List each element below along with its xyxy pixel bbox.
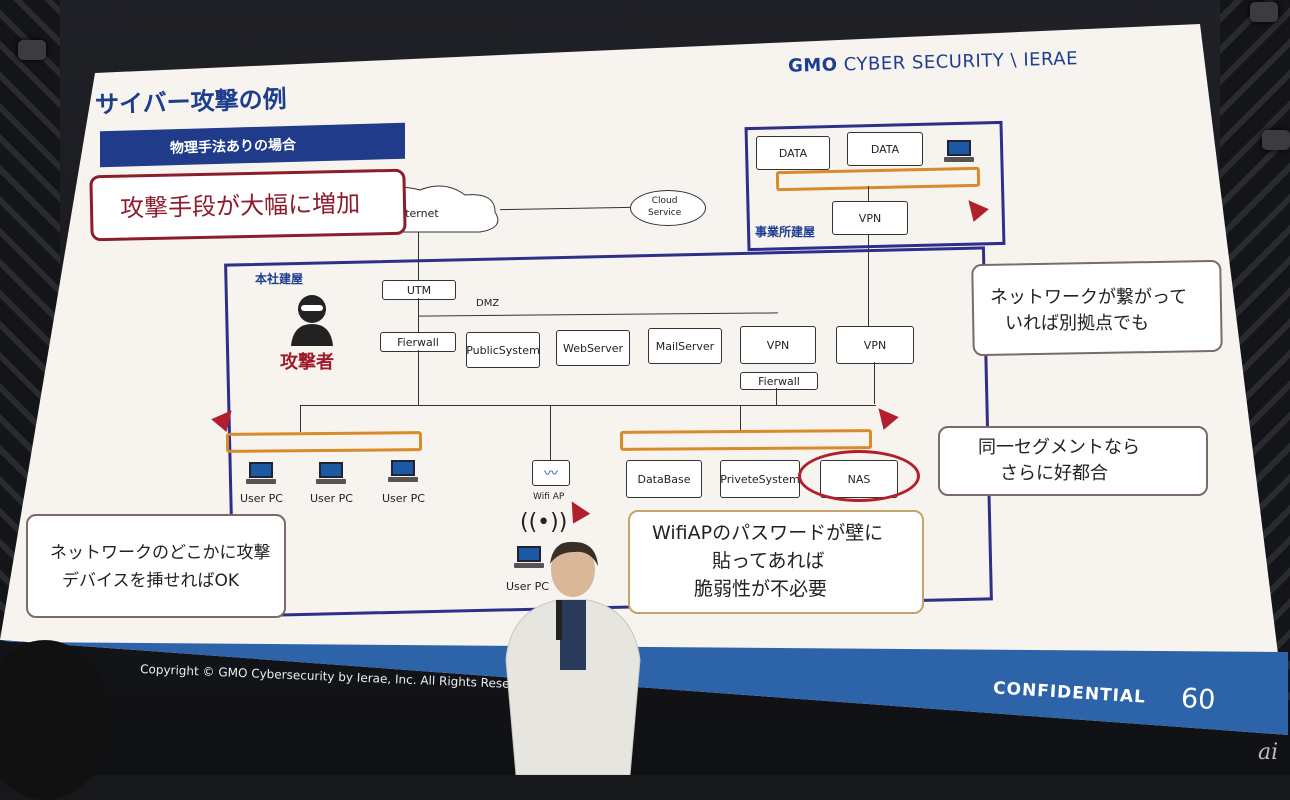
headline-callout-text: 攻撃手段が大幅に増加: [119, 189, 361, 223]
wifi-ap-label: Wifi AP: [533, 492, 565, 502]
callout-network-connected-line2: いれば別拠点でも: [1005, 313, 1149, 334]
stage-light: [18, 40, 46, 60]
logo-text: CYBER SECURITY: [843, 50, 1005, 76]
vpn-branch-node: VPN: [832, 201, 908, 235]
user-pc-label: User PC: [382, 492, 425, 505]
dmz-label: DMZ: [476, 298, 500, 309]
link-vpn2-core: [874, 362, 875, 404]
callout-wifi-password-line2: 貼ってあれば: [712, 550, 825, 572]
callout-same-segment-line1: 同一セグメントなら: [978, 437, 1140, 458]
wifi-user-pc-label: User PC: [506, 580, 549, 593]
core-backbone: [300, 405, 876, 406]
public-system-node: PublicSystem: [466, 332, 540, 368]
slide-title: サイバー攻撃の例: [94, 84, 288, 119]
link-branch-hq: [868, 234, 869, 326]
data-node-1: DATA: [756, 136, 830, 170]
callout-attack-device: [26, 514, 286, 618]
callout-attack-device-line2: デバイスを挿せればOK: [62, 571, 240, 591]
server-segment-bar: [619, 429, 873, 451]
hq-label: 本社建屋: [255, 272, 304, 286]
slide-subtitle: 物理手法ありの場合: [169, 137, 297, 157]
database-node: DataBase: [626, 460, 702, 498]
callout-network-connected-line1: ネットワークが繋がって: [990, 287, 1188, 308]
stage-light: [1250, 2, 1278, 22]
user-pc-icon: [246, 462, 276, 486]
mail-server-node: MailServer: [648, 328, 722, 364]
web-server-node: WebServer: [556, 330, 630, 366]
wifi-ap-icon: 〰: [532, 460, 570, 486]
vpn-hq2-node: VPN: [836, 326, 914, 364]
link-core-user: [300, 405, 301, 432]
callout-attack-device-line1: ネットワークのどこかに攻撃: [50, 543, 271, 563]
link-bar-vpn: [868, 186, 869, 201]
utm-node: UTM: [382, 280, 456, 300]
callout-same-segment-line2: さらに好都合: [1000, 463, 1108, 484]
nas-highlight-ring: [798, 450, 920, 502]
wifi-user-pc-icon: [514, 546, 544, 570]
user-pc-icon: [316, 462, 346, 486]
audience-head: [0, 640, 110, 800]
attacker-icon: [291, 295, 333, 346]
logo-separator: \: [1010, 49, 1018, 71]
branch-pc-icon: [944, 140, 974, 164]
privete-system-node: PriveteSystem: [720, 460, 800, 498]
firewall-node: Fierwall: [380, 332, 456, 352]
user-pc-icon: [388, 460, 418, 484]
callout-same-segment: [938, 426, 1208, 496]
user-pc-label: User PC: [310, 492, 353, 505]
cloud-service-label: Cloud Service: [648, 196, 682, 218]
fierwall-vpn-node: Fierwall: [740, 372, 818, 390]
link-internet-utm: [418, 232, 419, 280]
page-number: 60: [1180, 682, 1217, 717]
vpn-hq-node: VPN: [740, 326, 816, 364]
link-fw-core: [776, 388, 777, 406]
user-pc-label: User PC: [240, 492, 283, 505]
logo-partner: IERAE: [1023, 48, 1079, 71]
logo-brand: GMO: [787, 54, 838, 77]
watermark-logo: ai: [1258, 740, 1279, 765]
link-core-server: [740, 405, 741, 432]
data-node-2: DATA: [847, 132, 923, 166]
link-fw-core-left: [418, 350, 419, 406]
link-core-wifi: [550, 405, 551, 460]
attacker-label: 攻撃者: [280, 352, 334, 373]
branch-label: 事業所建屋: [755, 225, 816, 239]
wifi-signal-icon: ((•)): [520, 510, 568, 535]
callout-wifi-password-line3: 脆弱性が不必要: [694, 578, 828, 600]
branch-segment-bar: [775, 166, 981, 192]
user-segment-bar: [225, 431, 423, 453]
callout-wifi-password: [628, 510, 924, 614]
cloud-service-node: [630, 190, 706, 226]
stage-light: [1262, 130, 1290, 150]
callout-wifi-password-line1: WifiAPのパスワードが壁に: [652, 522, 884, 544]
speaker-figure: [505, 541, 641, 775]
